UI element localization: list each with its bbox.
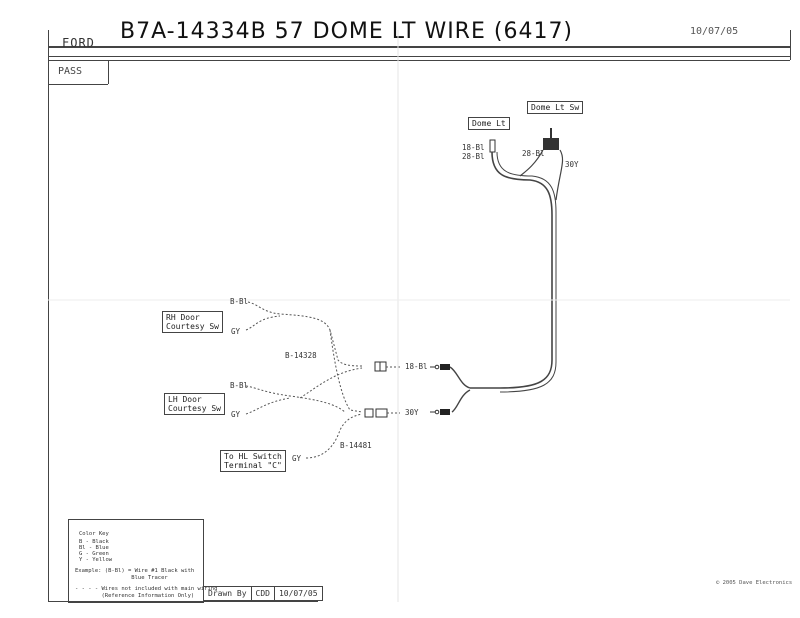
reference-wires (245, 301, 400, 459)
wire-label-lh-1: B-Bl (230, 381, 249, 390)
drawn-by-label: Drawn By (204, 587, 252, 600)
dome-lt-box: Dome Lt (468, 117, 510, 130)
pass-divider (48, 60, 790, 61)
part-number-14328: B-14328 (285, 351, 317, 360)
legend-item: G - Green (79, 551, 109, 557)
drawn-by-date: 10/07/05 (278, 589, 318, 598)
wire-rh-to-lower (329, 329, 363, 413)
hl-switch-box: To HL Switch Terminal "C" (220, 450, 286, 472)
header-date: 10/07/05 (690, 26, 739, 37)
wire-label-dome-2: 28-Bl (462, 152, 485, 161)
wire-switch-30y (555, 149, 564, 201)
lh-door-switch-box: LH Door Courtesy Sw (164, 393, 225, 415)
pass-box-bottom (48, 84, 108, 85)
legend-item: B - Black (79, 539, 109, 545)
wire-label-conn-2: 30Y (405, 408, 419, 417)
sheet-border-right (790, 30, 791, 60)
sheet-border-bottom (48, 601, 318, 602)
wire-lh-to-upper (299, 367, 363, 399)
harness-dome-light-inner (496, 151, 557, 393)
junction-lower-a (364, 408, 374, 418)
dome-lt-switch-box: Dome Lt Sw (527, 101, 584, 114)
wire-branch-upper (449, 366, 471, 389)
harness-dome-light (470, 151, 553, 389)
drawn-by-initials: CDD (252, 587, 275, 600)
sheet-border-left (48, 30, 49, 602)
section-label: PASS (58, 66, 83, 77)
connector-18bl-end (434, 364, 440, 370)
legend-item: Bl - Blue (79, 545, 109, 551)
wire-label-hl-gy: GY (292, 454, 302, 463)
dome-switch-body (543, 138, 559, 150)
legend-example: Example: (B-Bl) = Wire #1 Black with Blu… (75, 568, 195, 581)
wire-label-conn-1: 18-Bl (405, 362, 428, 371)
wire-label-switch-2: 30Y (565, 160, 579, 169)
wire-switch-28bl (519, 149, 544, 177)
legend-note: - - - - Wires not included with main wir… (75, 586, 218, 599)
rh-door-switch-box: RH Door Courtesy Sw (162, 311, 223, 333)
wire-label-switch-1: 28-Bl (522, 149, 545, 158)
copyright-notice: © 2005 Dave Electronics (716, 580, 793, 586)
junction-lower-b (375, 408, 388, 418)
wire-rh-gy (245, 315, 281, 331)
connector-30y-end (434, 409, 440, 415)
wire-label-rh-1: B-Bl (230, 297, 249, 306)
dome-lt-bulb (489, 139, 496, 153)
wire-branch-lower (451, 389, 471, 413)
wire-lh-bbl (245, 385, 346, 413)
wire-label-lh-2: GY (231, 410, 241, 419)
connector-30y (440, 409, 450, 415)
pass-box-right (108, 60, 109, 84)
part-number-14481: B-14481 (340, 441, 372, 450)
wire-lh-gy (245, 397, 291, 415)
drawing-title: B7A-14334B 57 DOME LT WIRE (6417) (120, 19, 574, 44)
color-key-legend: Color Key B - Black Bl - Blue G - Green … (68, 519, 217, 603)
drawn-by-block: Drawn By CDD 10/07/05 (203, 586, 323, 601)
connector-18bl (440, 364, 450, 370)
wire-hl-gy (305, 413, 363, 459)
wire-label-rh-2: GY (231, 327, 241, 336)
header-divider (48, 46, 790, 48)
header-divider-thin (48, 56, 790, 57)
legend-item: Y - Yellow (79, 557, 113, 563)
wire-label-dome-1: 18-Bl (462, 143, 485, 152)
brand-label: FORD (62, 36, 95, 50)
legend-title: Color Key (79, 531, 109, 537)
